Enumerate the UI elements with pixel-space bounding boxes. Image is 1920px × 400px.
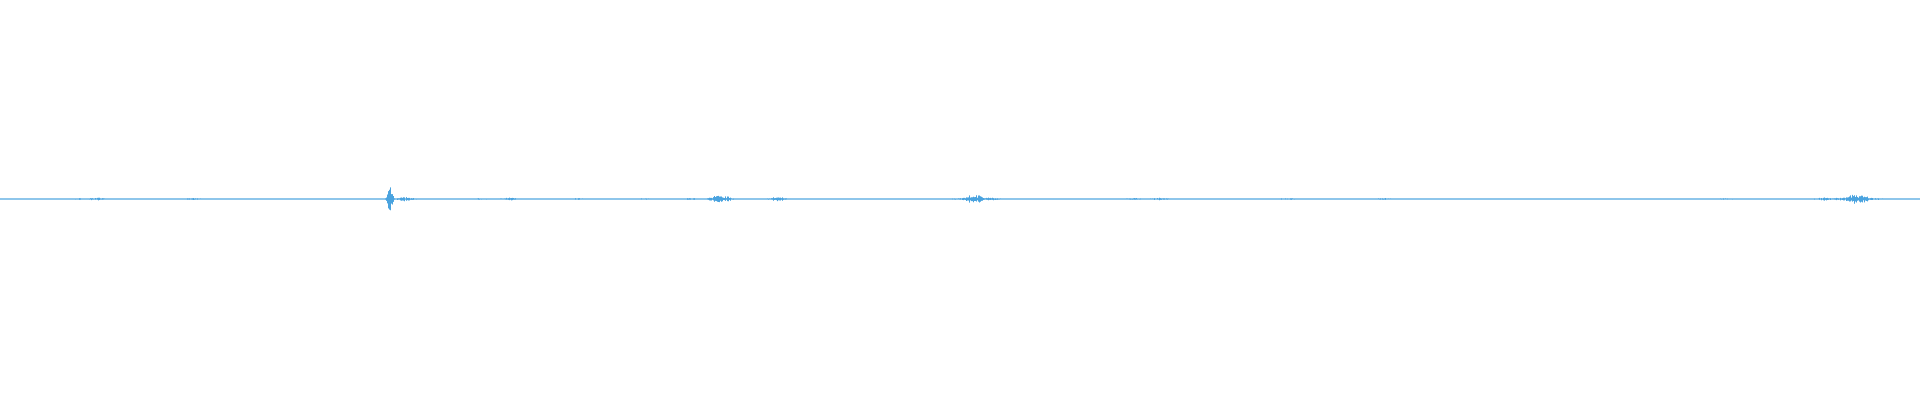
waveform-samples: [69, 187, 1884, 211]
